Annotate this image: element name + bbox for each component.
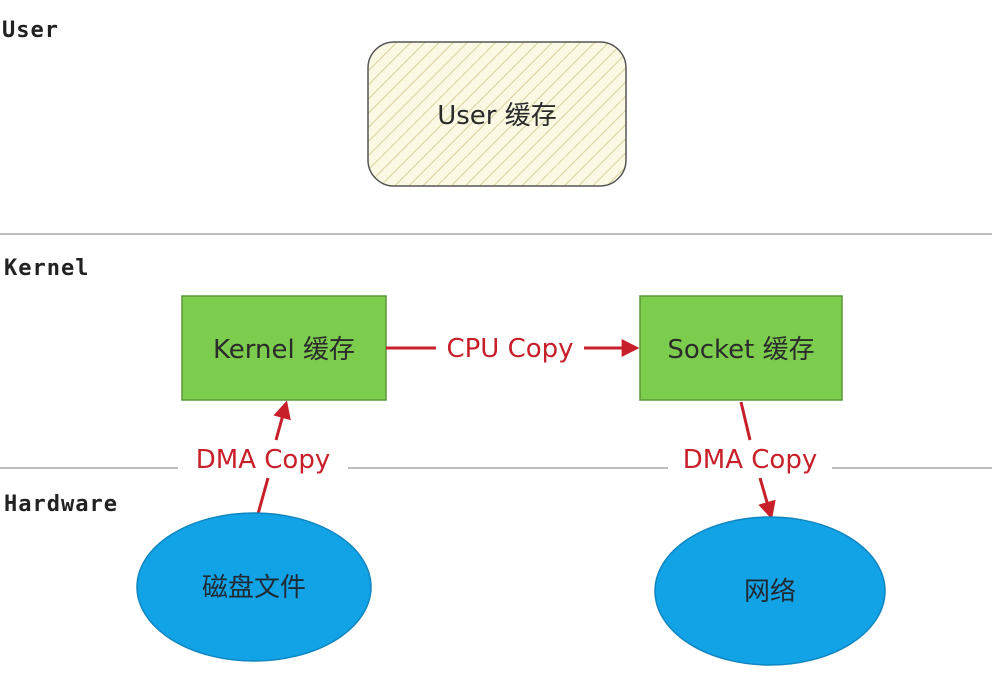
cpu-copy-label: CPU Copy	[446, 334, 573, 364]
kernel-cache-label: Kernel 缓存	[213, 335, 355, 365]
disk-file-node: 磁盘文件	[136, 512, 372, 662]
user-cache-label: User 缓存	[437, 101, 557, 131]
network-label: 网络	[744, 577, 796, 607]
network-node: 网络	[654, 516, 886, 666]
layer-label-user: User	[2, 18, 59, 43]
kernel-cache-node: Kernel 缓存	[181, 295, 387, 401]
cpu-copy-edge: CPU Copy	[386, 334, 640, 364]
dma-copy-right-edge: DMA Copy	[683, 401, 817, 520]
disk-file-label: 磁盘文件	[202, 573, 306, 603]
layer-label-hardware: Hardware	[4, 492, 118, 517]
layer-label-kernel: Kernel	[4, 256, 90, 281]
divider-user-kernel	[0, 233, 992, 235]
dma-copy-right-label: DMA Copy	[683, 445, 817, 475]
dma-copy-left-label: DMA Copy	[196, 445, 330, 475]
socket-cache-node: Socket 缓存	[639, 295, 843, 401]
dma-copy-left-edge: DMA Copy	[196, 400, 330, 515]
socket-cache-label: Socket 缓存	[667, 335, 814, 365]
user-cache-node: User 缓存	[367, 41, 627, 187]
